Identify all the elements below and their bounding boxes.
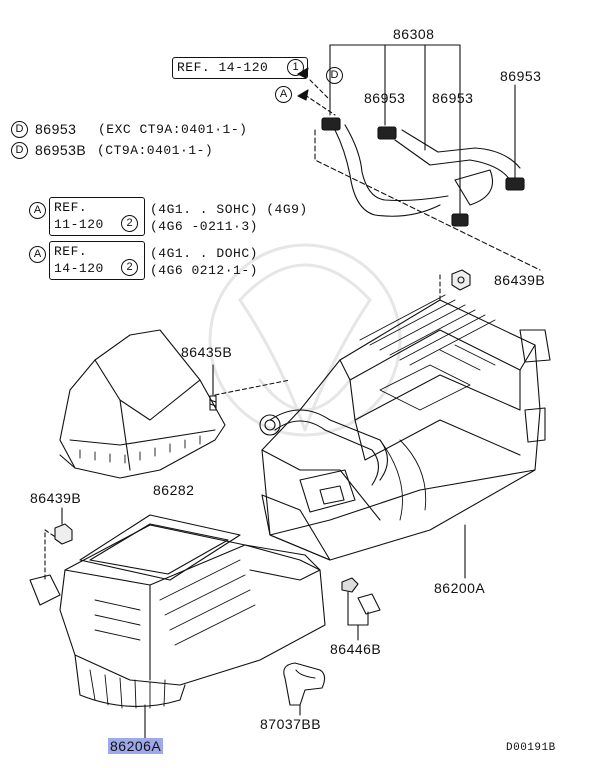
a-symbol-note-1: A bbox=[29, 202, 46, 219]
a1-ref-line1: REF. bbox=[54, 200, 88, 215]
a1-ref-box[interactable] bbox=[49, 197, 145, 236]
part-86200A-label: 86200A bbox=[434, 580, 486, 596]
blower-86206A bbox=[29, 514, 326, 739]
a-symbol-arrow: A bbox=[275, 86, 292, 103]
diagram-code: D00191B bbox=[506, 742, 556, 754]
part-86446B-label: 86446B bbox=[330, 641, 382, 657]
top-ref-text: REF. 14-120 bbox=[177, 60, 269, 75]
nut-86439B-top bbox=[451, 269, 471, 291]
a2-ref-line1: REF. bbox=[54, 244, 88, 259]
d-symbol-note-1: D bbox=[11, 121, 28, 138]
part-87037BB-label: 87037BB bbox=[260, 716, 322, 732]
note-d1-part: 86953 bbox=[35, 121, 77, 137]
part-86439B-label-top: 86439B bbox=[494, 272, 546, 288]
a-symbol-note-2: A bbox=[29, 246, 46, 263]
heater-unit-86200A bbox=[44, 274, 551, 581]
d-symbol-hose: D bbox=[326, 67, 343, 84]
note-d1-condition: (EXC CT9A:0401·1-) bbox=[98, 122, 248, 137]
top-ref-box[interactable] bbox=[172, 57, 308, 79]
watermark bbox=[208, 243, 402, 437]
hose-assembly bbox=[297, 44, 541, 271]
note-a1-condition-2: (4G6 -0211·3) bbox=[150, 219, 258, 234]
drain-hose-87037BB bbox=[283, 662, 326, 716]
note-d2-part: 86953B bbox=[35, 142, 87, 158]
a2-ref-line2: 14-120 bbox=[54, 261, 104, 276]
note-a1-condition-1: (4G1. . SOHC) (4G9) bbox=[150, 202, 308, 217]
note-d2-condition: (CT9A:0401·1-) bbox=[97, 143, 214, 158]
duct-86282 bbox=[59, 329, 226, 479]
part-86953-label-2: 86953 bbox=[432, 90, 474, 106]
nut-86439B-lower bbox=[54, 507, 73, 545]
a2-ref-box[interactable] bbox=[49, 241, 145, 280]
part-86282-label: 86282 bbox=[153, 482, 195, 498]
d-symbol-note-2: D bbox=[11, 142, 28, 159]
top-ref-circle-num: 1 bbox=[287, 59, 304, 76]
note-a2-condition-1: (4G1. . DOHC) bbox=[150, 246, 258, 261]
a1-ref-line2: 11-120 bbox=[54, 217, 104, 232]
part-86439B-label-lower: 86439B bbox=[30, 490, 82, 506]
fasteners-86446B bbox=[341, 577, 381, 641]
part-86953-label-3: 86953 bbox=[500, 68, 542, 84]
part-86953-label-1: 86953 bbox=[364, 90, 406, 106]
part-86308-label: 86308 bbox=[393, 26, 435, 42]
part-86435B-label: 86435B bbox=[181, 344, 233, 360]
screw-86435B bbox=[209, 364, 217, 411]
a2-ref-circle-num: 2 bbox=[121, 259, 138, 276]
a1-ref-circle-num: 2 bbox=[121, 215, 138, 232]
note-a2-condition-2: (4G6 0212·1-) bbox=[150, 263, 258, 278]
part-86206A-label-highlighted[interactable]: 86206A bbox=[108, 738, 164, 754]
